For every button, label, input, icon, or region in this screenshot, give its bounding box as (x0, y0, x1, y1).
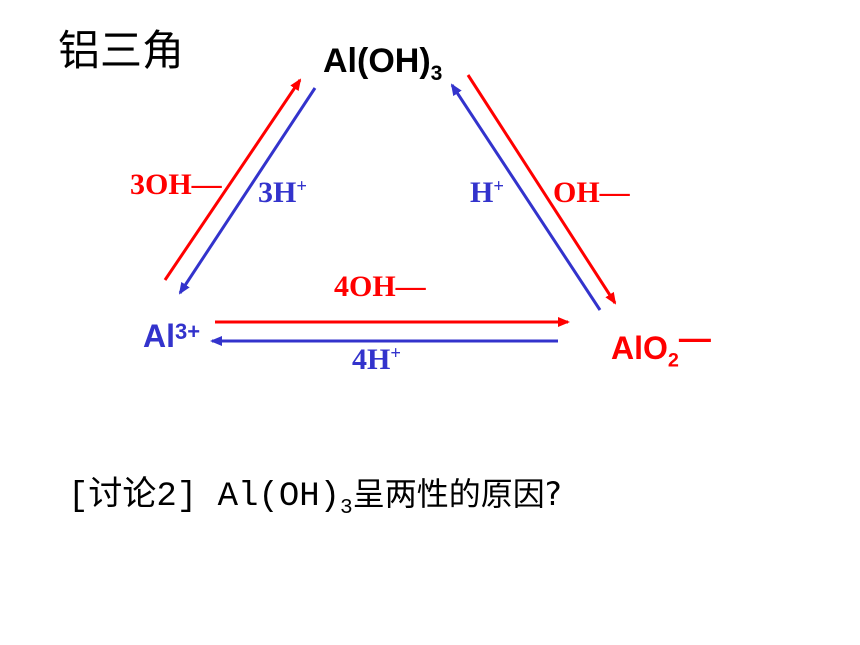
node-left-base: Al (143, 318, 175, 354)
label-bottom-right: 4OH— (334, 270, 426, 303)
label-left-down-base: 3H (258, 176, 297, 209)
arrow-aloh3-to-alo2 (466, 74, 617, 305)
arrow-alo2-to-aloh3 (450, 83, 602, 311)
label-left-up: 3OH— (130, 168, 222, 201)
label-right-up: H+ (470, 176, 504, 209)
label-bottom-left-base: 4H (352, 343, 391, 376)
node-top-base: Al(OH) (323, 42, 431, 80)
node-aluminum-ion: Al3+ (143, 320, 200, 352)
label-right-down: OH— (553, 176, 630, 209)
label-right-up-base: H (470, 176, 494, 209)
node-left-sup: 3+ (175, 319, 201, 344)
discussion-question: [讨论2] Al(OH)3呈两性的原因? (68, 478, 562, 519)
question-suffix: 呈两性的原因? (352, 475, 562, 513)
arrow-al3-to-aloh3 (163, 78, 302, 281)
label-bottom-left: 4H+ (352, 343, 401, 376)
label-bottom-left-sup: + (390, 343, 401, 364)
label-right-up-sup: + (493, 176, 504, 197)
node-right-tail: — (678, 320, 711, 356)
node-right-base: AlO (611, 330, 668, 366)
arrow-aloh3-to-al3 (178, 87, 317, 295)
label-left-down: 3H+ (258, 176, 307, 209)
node-aluminum-hydroxide: Al(OH)3 (323, 44, 442, 84)
label-left-down-sup: + (296, 176, 307, 197)
page-title: 铝三角 (58, 26, 185, 75)
question-sub: 3 (340, 495, 353, 520)
node-aluminate-ion: AlO2— (611, 322, 711, 371)
node-right-sub: 2 (667, 349, 679, 372)
node-top-sub: 3 (430, 61, 443, 85)
question-prefix: [讨论2] Al(OH) (68, 478, 341, 516)
